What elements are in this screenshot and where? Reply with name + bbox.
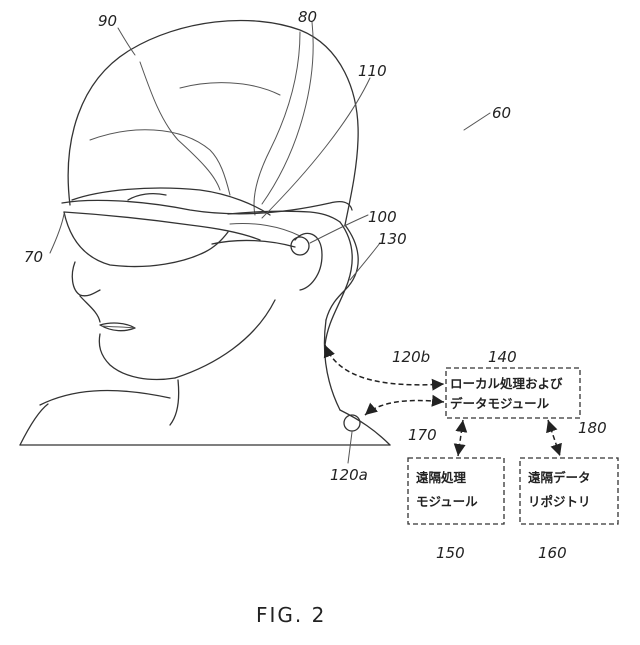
remote-repository-box: 遠隔データ リポジトリ <box>520 458 618 524</box>
ref-70: 70 <box>24 248 43 266</box>
figure-caption: FIG. 2 <box>256 603 326 627</box>
cap-contour-2 <box>254 32 300 215</box>
cap-outline <box>68 20 358 225</box>
nose <box>72 262 100 296</box>
local-module-label-1: ローカル処理および <box>450 376 563 391</box>
cap-contour-4 <box>180 83 280 95</box>
ref-100: 100 <box>368 208 397 226</box>
hair-back <box>326 225 358 320</box>
cap-contour-3 <box>90 130 230 195</box>
eyebrow <box>128 194 166 200</box>
cable <box>325 222 352 345</box>
ref-60: 60 <box>492 104 511 122</box>
link-170 <box>458 420 463 456</box>
remote-repository-label-2: リポジトリ <box>528 494 591 509</box>
ref-80: 80 <box>298 8 317 26</box>
link-sensor-to-local <box>365 401 444 415</box>
face-profile <box>80 296 175 379</box>
leader-100 <box>310 215 368 243</box>
leader-70 <box>50 214 64 253</box>
ref-120b: 120b <box>392 348 430 366</box>
cap-contour-1 <box>140 62 220 190</box>
ref-120a: 120a <box>330 466 368 484</box>
jaw <box>175 300 275 378</box>
shoulder-left <box>20 404 48 445</box>
link-180 <box>548 420 560 456</box>
reference-numerals: 90 80 110 60 100 130 70 140 120b 170 180… <box>24 8 607 562</box>
local-module-label-2: データモジュール <box>450 396 550 411</box>
local-module-box: ローカル処理および データモジュール <box>446 368 580 418</box>
remote-processing-label-2: モジュール <box>416 494 478 509</box>
visor-lens <box>64 212 228 267</box>
leader-90 <box>118 28 135 55</box>
ref-130: 130 <box>378 230 407 248</box>
ref-140: 140 <box>488 348 517 366</box>
leader-130 <box>350 243 380 280</box>
leader-80 <box>262 22 313 204</box>
leader-60 <box>464 113 490 130</box>
ref-180: 180 <box>578 419 607 437</box>
leader-lines <box>50 22 490 463</box>
ref-110: 110 <box>358 62 387 80</box>
remote-repository-label-1: 遠隔データ <box>528 470 591 485</box>
remote-processing-box: 遠隔処理 モジュール <box>408 458 504 524</box>
neck-front <box>170 380 179 425</box>
ref-170: 170 <box>408 426 437 444</box>
temple-arm-lower <box>212 240 295 247</box>
ref-90: 90 <box>98 12 117 30</box>
leader-120a <box>348 432 352 463</box>
sensor-120a <box>344 415 360 431</box>
remote-processing-label-1: 遠隔処理 <box>416 470 467 485</box>
head-illustration <box>20 20 390 445</box>
ref-160: 160 <box>538 544 567 562</box>
ref-150: 150 <box>436 544 465 562</box>
cap-brim <box>72 188 270 215</box>
visor-lower <box>64 212 260 240</box>
temple-arm-upper <box>228 211 340 222</box>
shoulders <box>40 391 390 445</box>
